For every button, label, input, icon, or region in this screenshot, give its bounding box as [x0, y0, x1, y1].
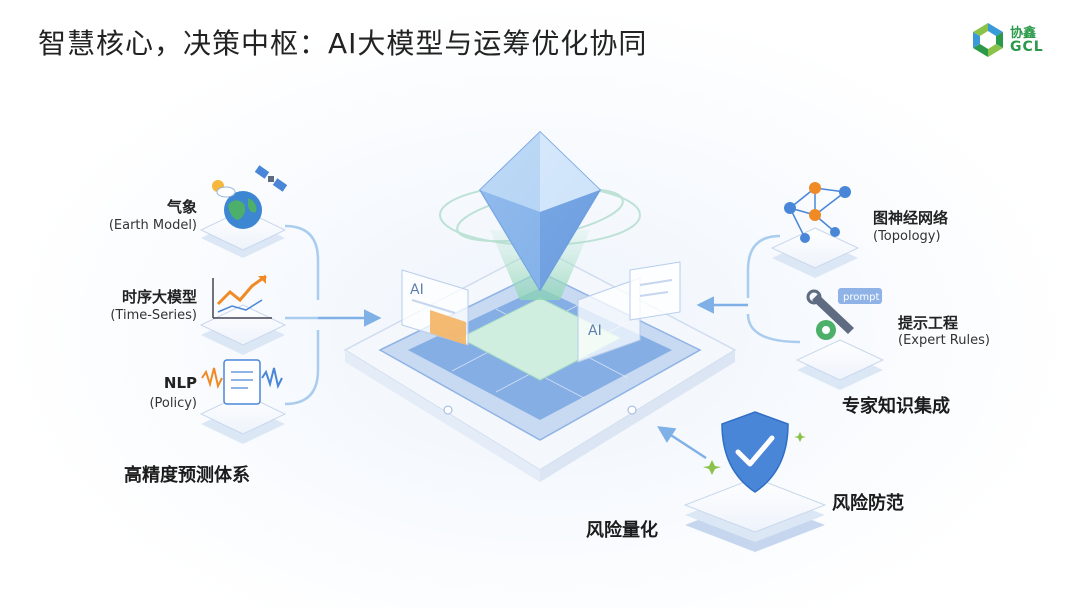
cloud-sun-icon: [212, 180, 236, 198]
globe-icon: [224, 191, 262, 229]
module-sub-nlp: (Policy): [149, 396, 197, 411]
tile-weather: [199, 209, 287, 258]
prompt-tag-text: prompt: [843, 292, 879, 303]
left-group-title: 高精度预测体系: [124, 465, 250, 486]
module-sub-prompt: (Expert Rules): [898, 333, 990, 348]
crystal-gem-icon: [479, 130, 601, 292]
document-icon: [223, 359, 261, 405]
right-group-title: 专家知识集成: [842, 396, 950, 417]
gcl-logo-mark: [973, 23, 1003, 57]
module-sub-timeseries: (Time-Series): [110, 308, 197, 323]
shield-check-icon: [721, 411, 789, 493]
right-connectors: [696, 234, 801, 344]
module-label-timeseries: 时序大模型: [121, 288, 197, 306]
screen-left-text: AI: [410, 282, 424, 298]
page-title: 智慧核心，决策中枢：AI大模型与运筹优化协同: [38, 27, 648, 60]
screen-right: [577, 261, 681, 363]
tile-gnn: [770, 227, 860, 278]
sparkle-icons: [703, 432, 806, 475]
logo-en-text: GCL: [1010, 39, 1044, 55]
bottom-arrow: [657, 426, 707, 460]
module-sub-weather: (Earth Model): [108, 218, 197, 233]
tile-nlp: [199, 393, 287, 444]
risk-quantification-label: 风险量化: [586, 520, 658, 541]
wrench-gear-icon: [806, 289, 854, 340]
screen-left: [401, 269, 469, 346]
module-label-nlp: NLP: [163, 374, 197, 392]
module-label-weather: 气象: [166, 198, 197, 216]
tile-timeseries: [199, 304, 287, 355]
prompt-tag: [838, 288, 882, 304]
left-connectors: [284, 224, 382, 406]
module-label-gnn: 图神经网络: [873, 209, 949, 227]
module-label-prompt: 提示工程: [898, 314, 959, 332]
gcl-logo: 协鑫 GCL: [968, 20, 1058, 60]
logo-cn-text: 协鑫: [1010, 26, 1037, 41]
satellite-icon: [254, 165, 288, 192]
network-graph-icon: [784, 182, 851, 243]
tile-prompt: [795, 339, 885, 390]
module-sub-gnn: (Topology): [873, 229, 941, 244]
soundwave-icon: [201, 367, 283, 389]
screen-right-text: AI: [588, 323, 602, 339]
risk-prevention-label: 风险防范: [832, 493, 904, 514]
line-chart-icon: [212, 274, 272, 319]
tile-risk: [683, 477, 827, 552]
